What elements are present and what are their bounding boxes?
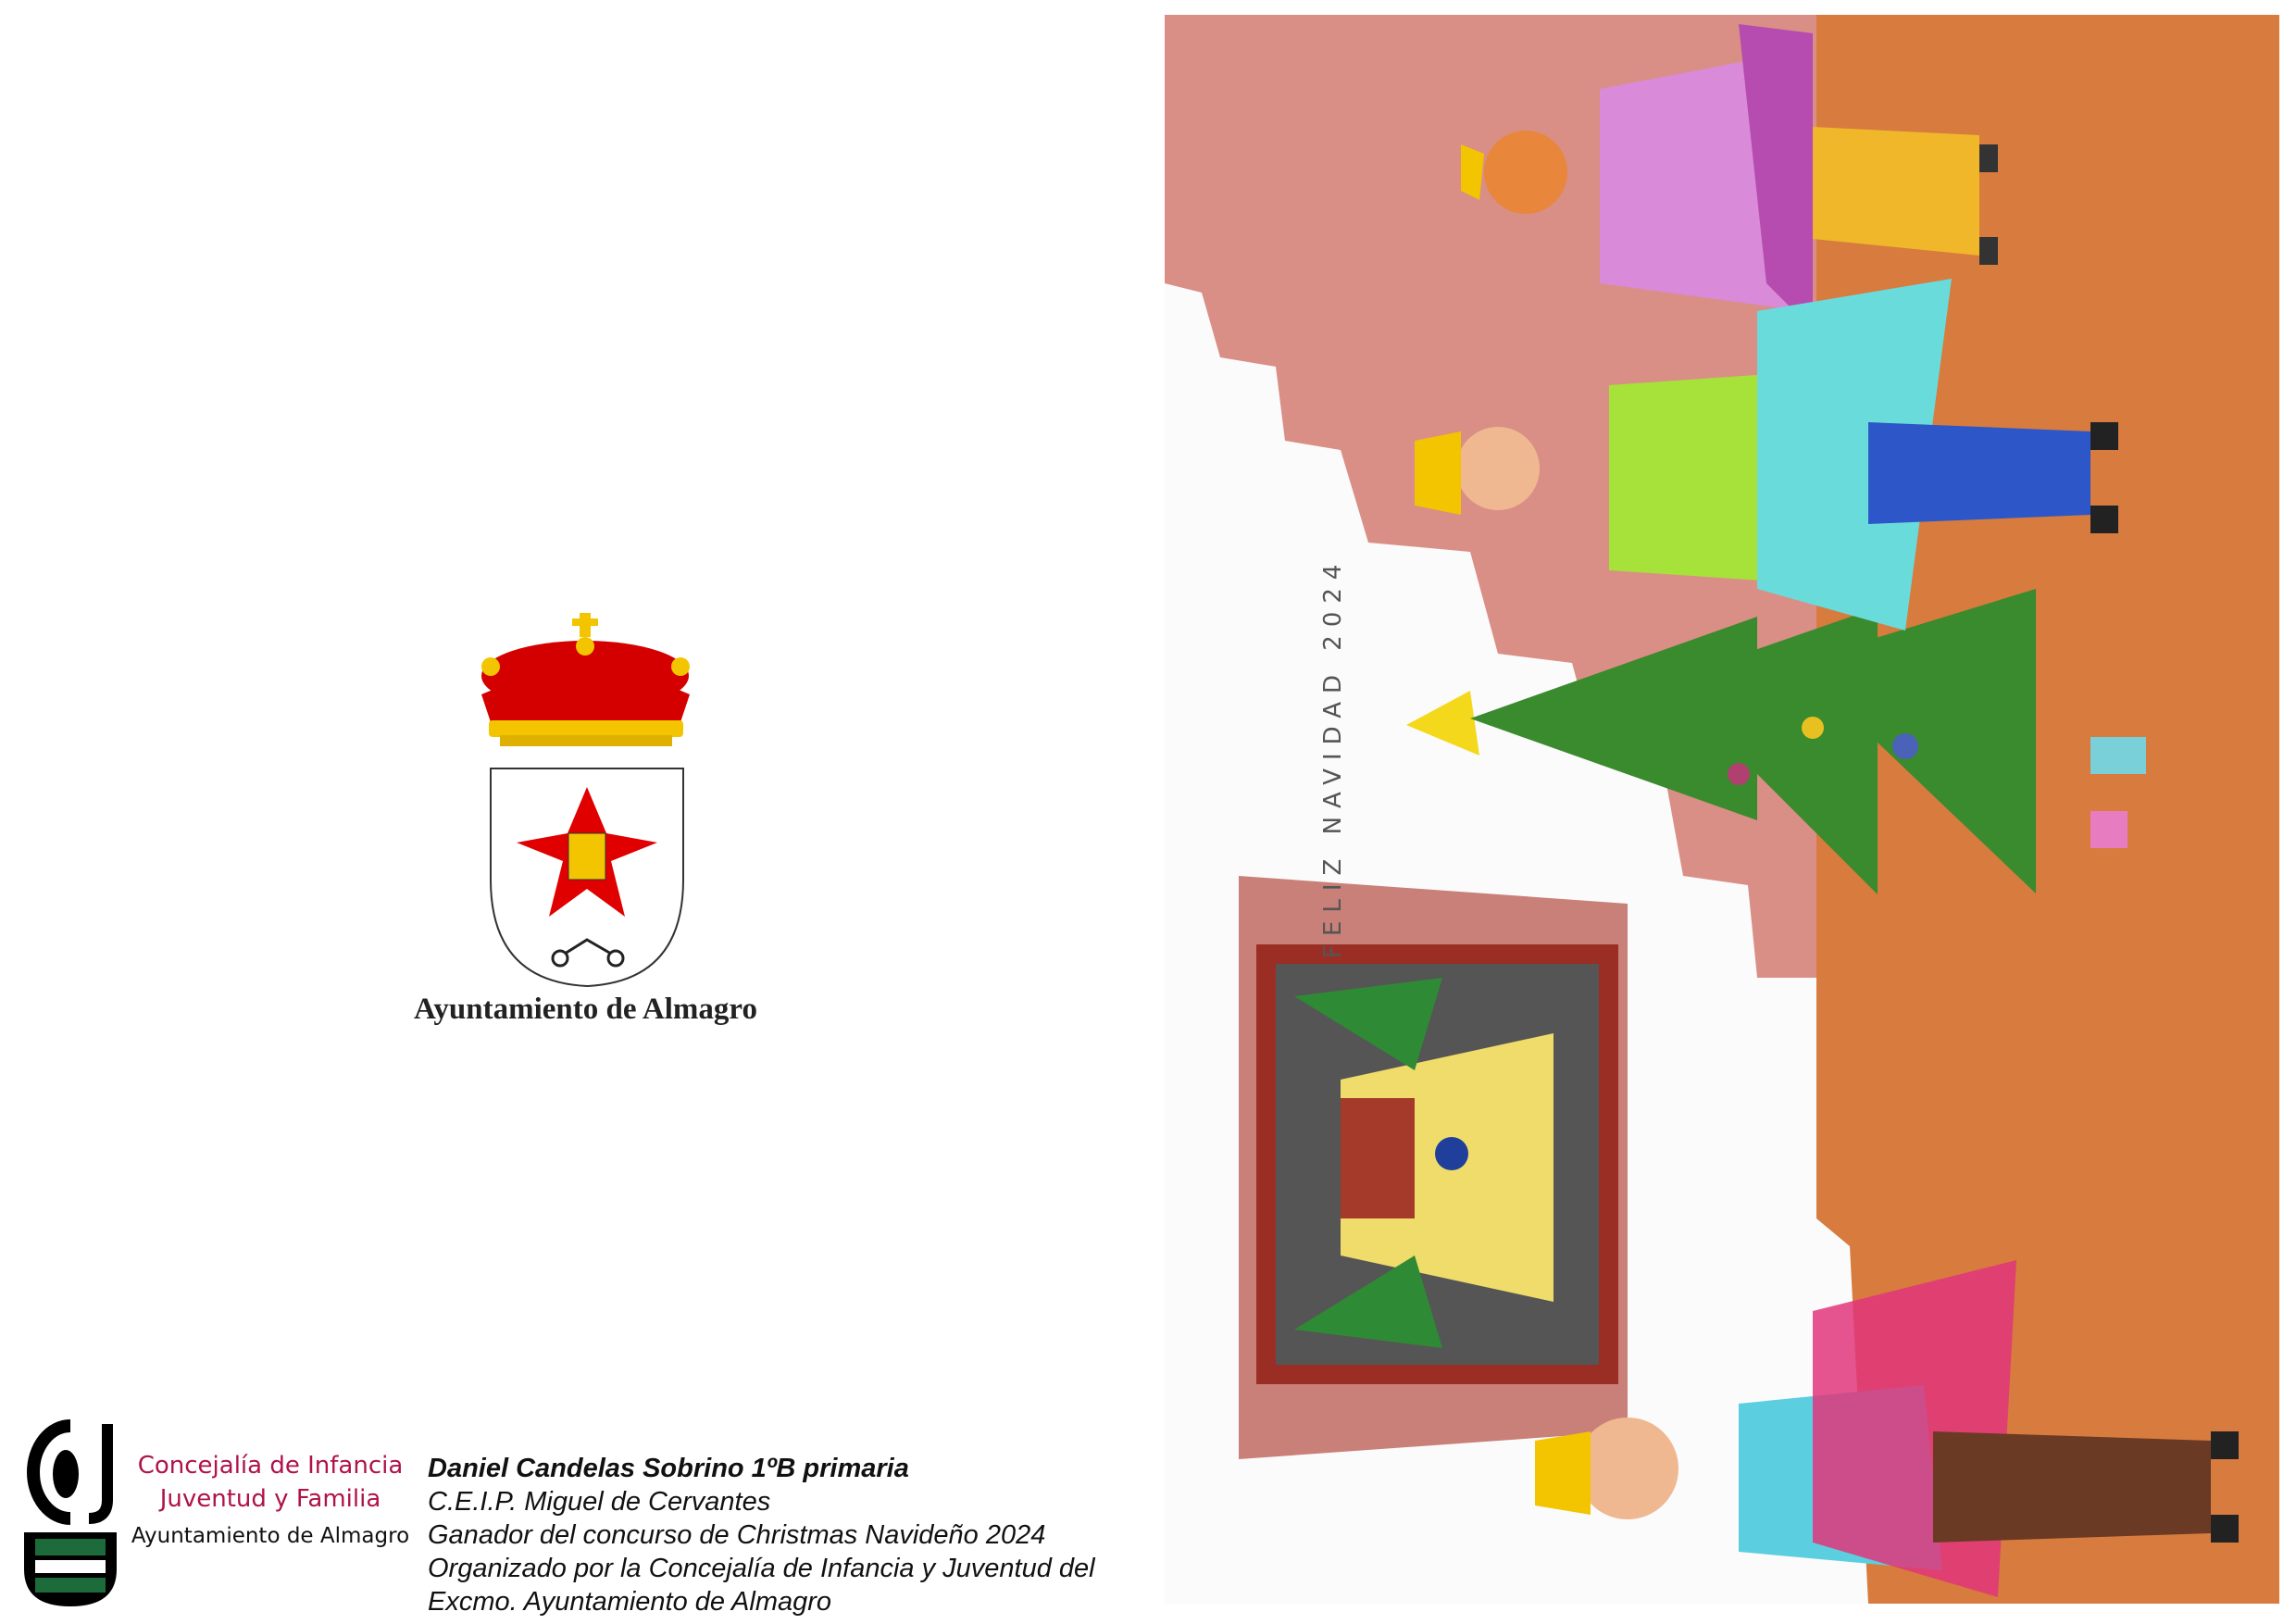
author-name: Daniel Candelas Sobrino 1ºB primaria — [428, 1454, 909, 1483]
christmas-drawing — [1165, 15, 2279, 1604]
crown-icon — [481, 613, 690, 746]
christmas-tree — [1406, 589, 2146, 894]
shield-icon — [490, 768, 684, 988]
concejalia-logo: Concejalía de Infancia Juventud y Famili… — [15, 1417, 415, 1611]
credits-block: Daniel Candelas Sobrino 1ºB primaria C.E… — [428, 1452, 1095, 1618]
greeting-text: FELIZ NAVIDAD 2024 — [1319, 556, 1347, 958]
organizer-line-1: Organizado por la Concejalía de Infancia… — [428, 1554, 1095, 1583]
window — [1239, 876, 1628, 1459]
coat-of-arms — [481, 613, 690, 988]
logo-line-2: Juventud y Familia — [159, 1485, 381, 1513]
king-figure-1 — [1461, 24, 1998, 330]
organizer-line-2: Excmo. Ayuntamiento de Almagro — [428, 1587, 832, 1617]
logo-line-3: Ayuntamiento de Almagro — [131, 1524, 410, 1548]
logo-line-1: Concejalía de Infancia — [137, 1452, 404, 1480]
king-figure-3 — [1535, 1260, 2239, 1597]
cij-logo-icon — [24, 1419, 117, 1606]
king-figure-2 — [1415, 279, 2118, 631]
coat-of-arms-caption: Ayuntamiento de Almagro — [414, 993, 757, 1026]
award-text: Ganador del concurso de Christmas Navide… — [428, 1520, 1046, 1550]
school-name: C.E.I.P. Miguel de Cervantes — [428, 1487, 771, 1517]
